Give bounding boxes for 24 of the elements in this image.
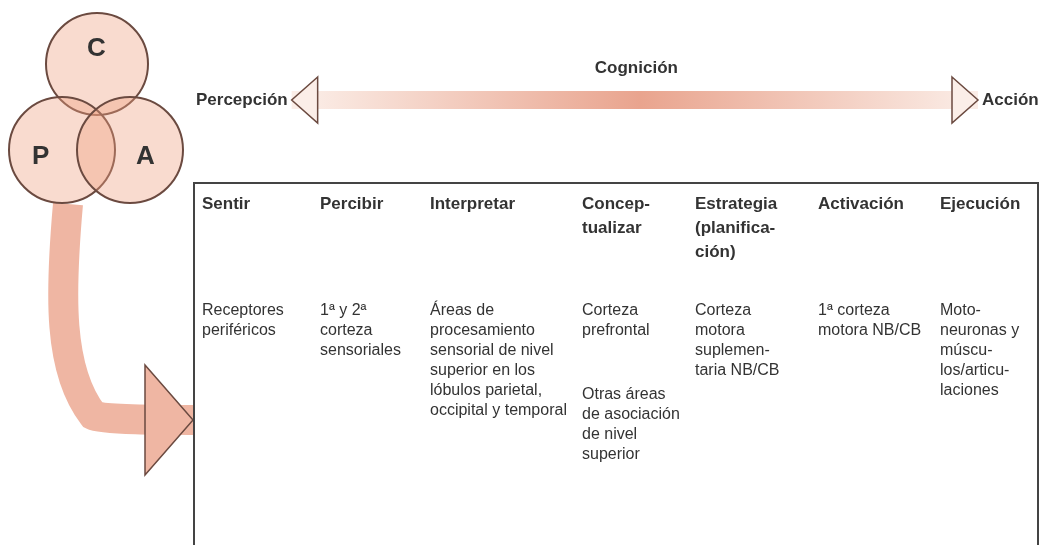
circle-letter: A [136, 140, 155, 171]
column-heading: Interpretar [430, 193, 517, 215]
table-frame [193, 182, 1039, 545]
column-heading: Sentir [202, 193, 252, 215]
edge-label: Cognición [594, 58, 678, 78]
arrow [48, 202, 194, 476]
endpoint-label: Acción [982, 90, 1039, 110]
table-cell-text: Corteza prefrontal [582, 300, 651, 340]
table-cell-text: Receptores periféricos [202, 300, 285, 340]
table-cell-text: Áreas de procesamiento sensorial de nivel superior en los lóbulos parietal, occipital y temporal [430, 300, 568, 420]
circle-letter: C [87, 32, 106, 63]
table-cell-text: Otras áreas de asociación de nivel superior [582, 384, 681, 464]
column-heading: Concep- tualizar [582, 193, 651, 239]
column-heading: Activación [818, 193, 905, 215]
column-heading: Estrategia (planifica- ción) [695, 193, 779, 263]
circle-letter: P [32, 140, 50, 171]
column-heading: Percibir [320, 193, 385, 215]
table-cell-text: 1ª y 2ª corteza sensoriales [320, 300, 402, 360]
arrow [290, 76, 979, 124]
table-cell-text: Corteza motora suplemen- taria NB/CB [695, 300, 781, 380]
table-cell-text: Moto- neuronas y múscu- los/articu- laciones [940, 300, 1021, 400]
table-cell-text: 1ª corteza motora NB/CB [818, 300, 923, 340]
column-heading: Ejecución [940, 193, 1022, 215]
endpoint-label: Percepción [196, 90, 288, 110]
